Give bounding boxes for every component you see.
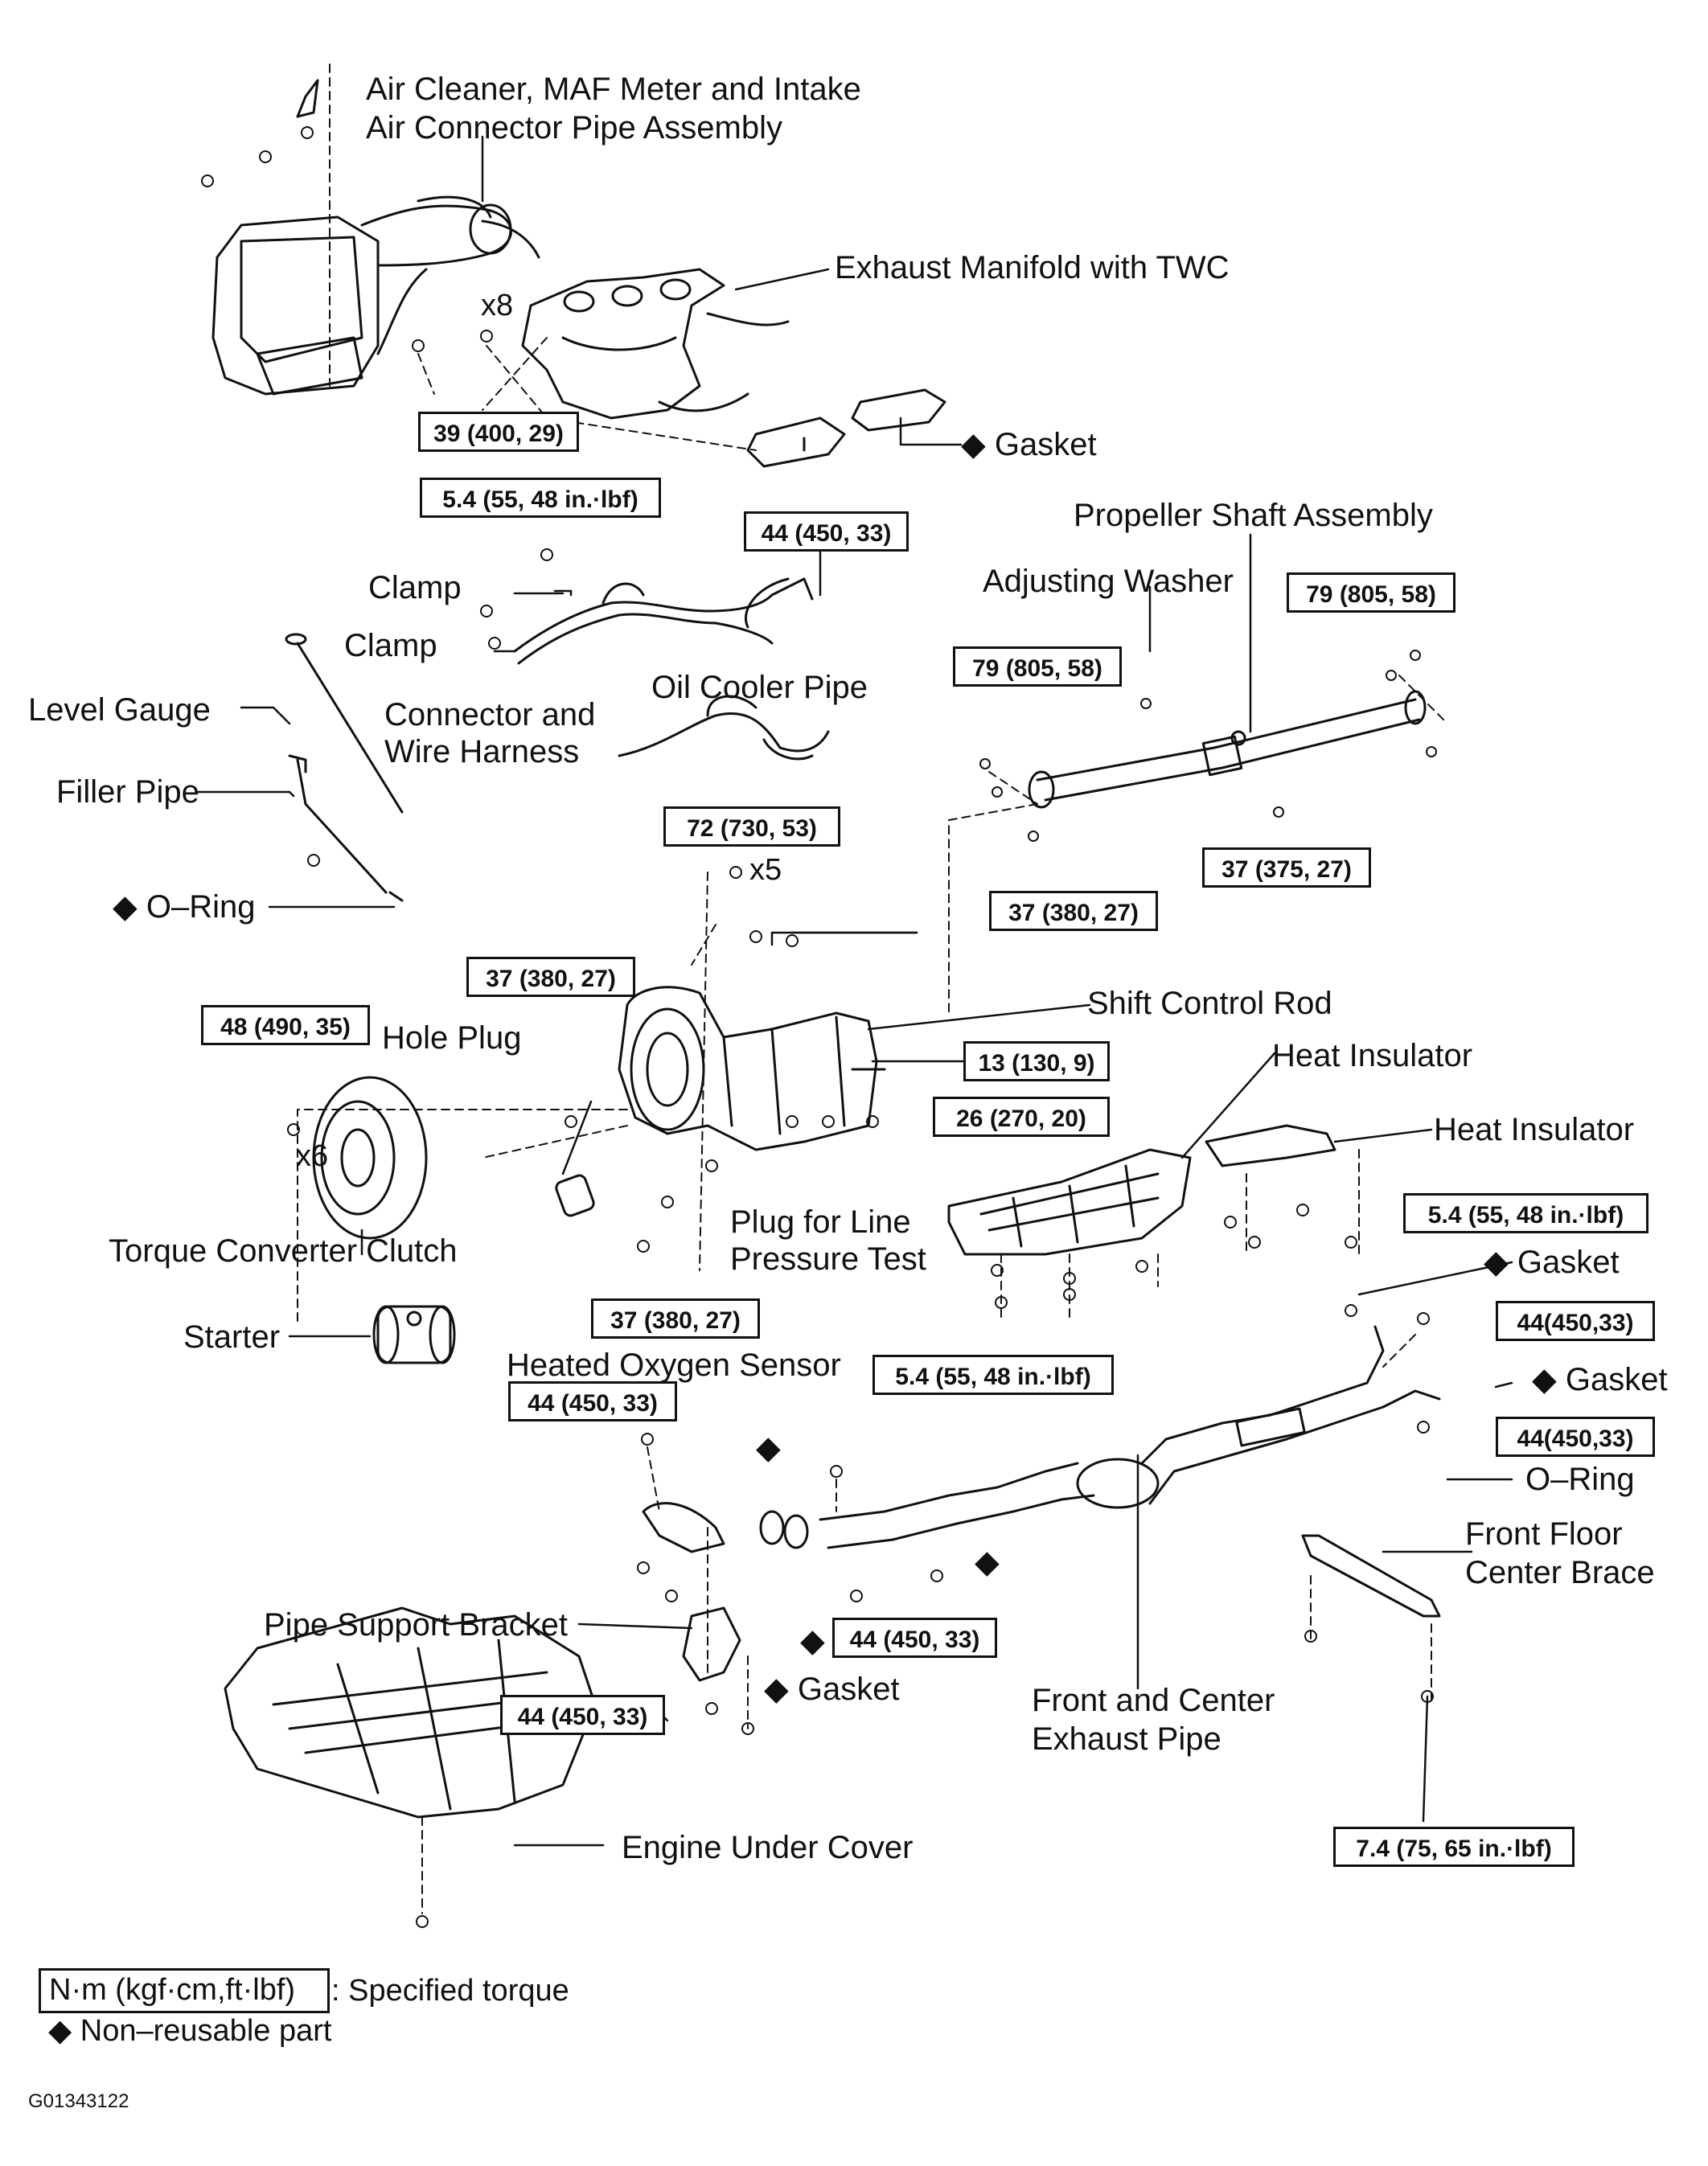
hole-plug-drawing [555, 1174, 595, 1217]
legend-specified-torque: : Specified torque [331, 1974, 569, 2008]
label-starter: Starter [183, 1319, 281, 1355]
label-connector-line1: Connector and [384, 697, 596, 732]
count-x6: x6 [296, 1139, 329, 1173]
label-front-floor-1: Front Floor [1465, 1516, 1623, 1552]
label-heat-insulator-1: Heat Insulator [1272, 1038, 1473, 1073]
label-pipe-support: Pipe Support Bracket [264, 1607, 568, 1643]
wire-harness-drawing [618, 695, 830, 761]
torque-box: 39 (400, 29) [418, 412, 579, 452]
label-gasket-right-1: ◆ Gasket [1484, 1245, 1620, 1280]
torque-box: 48 (490, 35) [201, 1005, 370, 1045]
bolts [201, 126, 1437, 1928]
label-hole-plug: Hole Plug [382, 1020, 522, 1056]
torque-box: 13 (130, 9) [963, 1041, 1110, 1081]
torque-converter-drawing [312, 1076, 428, 1240]
gasket-pair-drawing [746, 388, 946, 468]
heat-insulator-right-drawing [1205, 1124, 1336, 1167]
front-pipe-drawing [642, 1502, 809, 1553]
starter-drawing [372, 1305, 456, 1364]
pipe-support-bracket-drawing [682, 1606, 741, 1682]
exhaust-manifold-drawing [521, 268, 790, 420]
torque-box: 44(450,33) [1496, 1417, 1655, 1457]
label-heated-oxygen: Heated Oxygen Sensor [507, 1348, 841, 1383]
label-exhaust-manifold: Exhaust Manifold with TWC [835, 250, 1230, 285]
label-plug-line-2: Pressure Test [730, 1241, 926, 1277]
label-gasket-top: ◆ Gasket [961, 427, 1097, 462]
label-propeller-shaft: Propeller Shaft Assembly [1074, 498, 1433, 533]
torque-box: 44 (450, 33) [500, 1695, 665, 1735]
oil-cooler-pipe-drawing [513, 577, 814, 665]
heat-insulator-left-drawing [947, 1148, 1192, 1256]
label-engine-under-cover: Engine Under Cover [622, 1830, 914, 1865]
label-adjusting-washer: Adjusting Washer [983, 564, 1234, 599]
level-gauge-drawing [285, 633, 404, 902]
torque-box: 5.4 (55, 48 in.·lbf) [872, 1355, 1114, 1395]
label-o-ring-right: O–Ring [1525, 1462, 1635, 1497]
torque-box: 5.4 (55, 48 in.·lbf) [1403, 1193, 1648, 1233]
figure-id: G01343122 [28, 2090, 129, 2112]
diamond-marker: ◆ [756, 1430, 781, 1466]
label-level-gauge: Level Gauge [28, 692, 211, 728]
count-x5: x5 [749, 853, 782, 887]
label-torque-converter: Torque Converter Clutch [109, 1233, 458, 1269]
label-plug-line-1: Plug for Line [730, 1204, 911, 1240]
exhaust-pipe-drawing [819, 1325, 1441, 1549]
legend-torque-unit-box: N·m (kgf·cm,ft·lbf) [39, 1968, 330, 2013]
torque-box: 37 (380, 27) [989, 891, 1158, 931]
legend-non-reusable: ◆ Non–reusable part [48, 2014, 332, 2048]
label-filler-pipe: Filler Pipe [56, 774, 199, 810]
label-front-center-2: Exhaust Pipe [1032, 1721, 1221, 1757]
torque-box: 37 (380, 27) [466, 957, 635, 997]
label-front-center-1: Front and Center [1032, 1683, 1275, 1718]
leader-lines [195, 135, 1513, 1847]
air-cleaner-drawing [211, 79, 540, 396]
torque-box: 72 (730, 53) [663, 806, 840, 847]
dashed-guide-lines [297, 64, 1448, 1914]
torque-box: 5.4 (55, 48 in.·lbf) [420, 478, 661, 518]
label-air-cleaner-line2: Air Connector Pipe Assembly [366, 110, 783, 146]
transmission-drawing [618, 986, 886, 1151]
label-clamp-2: Clamp [344, 628, 437, 663]
label-oil-cooler-pipe: Oil Cooler Pipe [651, 670, 868, 705]
torque-box: 79 (805, 58) [1287, 572, 1455, 613]
label-gasket-bottom: ◆ Gasket [764, 1672, 900, 1707]
label-connector-line2: Wire Harness [384, 734, 580, 769]
count-x8: x8 [481, 289, 514, 322]
label-shift-control-rod: Shift Control Rod [1087, 986, 1332, 1021]
front-floor-brace-drawing [1301, 1534, 1441, 1618]
torque-box: 37 (375, 27) [1202, 847, 1371, 888]
torque-box: 26 (270, 20) [933, 1097, 1110, 1137]
torque-box: 37 (380, 27) [591, 1298, 760, 1339]
torque-box: 44 (450, 33) [744, 511, 909, 552]
torque-box: 7.4 (75, 65 in.·lbf) [1333, 1827, 1575, 1867]
label-front-floor-2: Center Brace [1465, 1555, 1655, 1590]
label-heat-insulator-2: Heat Insulator [1434, 1112, 1635, 1147]
label-clamp-1: Clamp [368, 570, 462, 605]
torque-box: 44(450,33) [1496, 1301, 1655, 1341]
diamond-marker: ◆ [800, 1623, 825, 1659]
label-gasket-right-2: ◆ Gasket [1532, 1362, 1668, 1397]
label-air-cleaner-line1: Air Cleaner, MAF Meter and Intake [366, 72, 861, 107]
label-o-ring-left: ◆ O–Ring [113, 889, 256, 925]
torque-box: 44 (450, 33) [832, 1618, 997, 1658]
torque-box: 44 (450, 33) [508, 1381, 677, 1421]
torque-box: 79 (805, 58) [953, 646, 1122, 687]
propeller-shaft-drawing [1028, 690, 1427, 809]
diamond-marker: ◆ [975, 1545, 1000, 1580]
